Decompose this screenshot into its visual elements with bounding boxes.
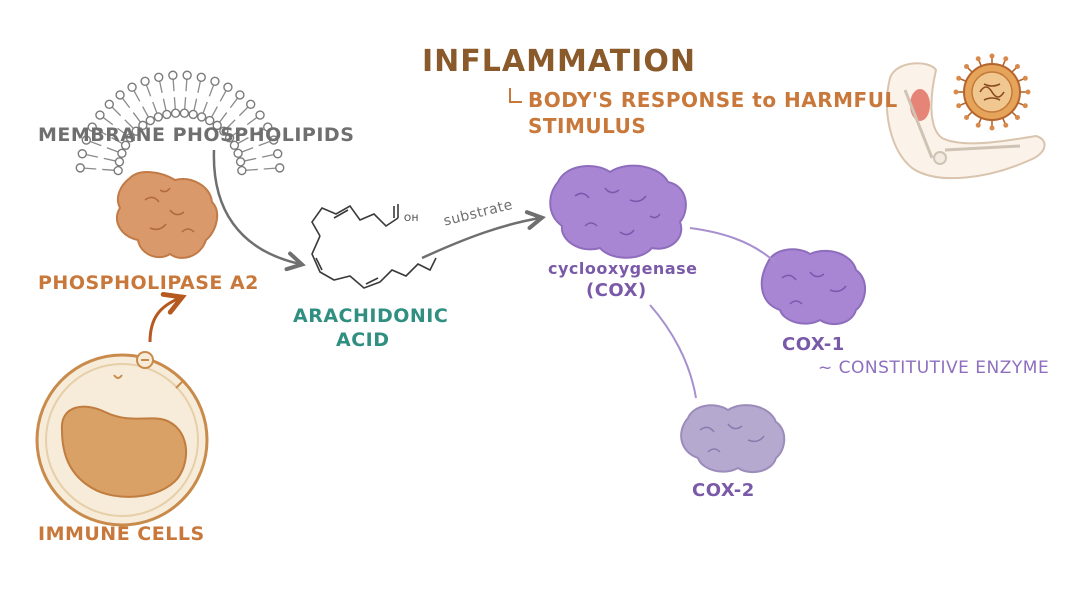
virus-icon xyxy=(953,53,1031,131)
cox-to-cox1-line xyxy=(689,227,776,263)
cyclooxygenase-label: cyclooxygenase xyxy=(548,259,698,278)
cox-to-cox2-line xyxy=(649,304,697,399)
definition-line-2: STIMULUS xyxy=(528,114,647,138)
phospholipase-a2-label: PHOSPHOLIPASE A2 xyxy=(38,272,259,294)
definition-bracket xyxy=(509,88,522,103)
definition-line-1: BODY'S RESPONSE to HARMFUL xyxy=(528,88,898,112)
cox1-label: COX-1 xyxy=(782,334,845,355)
cox1-note-label: ~ CONSTITUTIVE ENZYME xyxy=(818,358,1050,378)
cox-abbreviation-label: (COX) xyxy=(586,280,647,301)
membrane-to-arachidonic-arrow xyxy=(212,149,300,264)
hydroxyl-label: OH xyxy=(404,214,419,224)
membrane-bilayer-icon xyxy=(75,70,285,176)
cox2-enzyme-icon xyxy=(680,404,786,474)
page-title: INFLAMMATION xyxy=(422,44,696,79)
arachidonic-acid-label-line-1: ARACHIDONIC xyxy=(293,305,449,327)
cox-enzyme-icon xyxy=(549,164,687,259)
cox1-enzyme-icon xyxy=(760,248,866,326)
immune-cell-icon xyxy=(35,351,209,527)
immune-to-phospholipase-arrow xyxy=(148,298,180,343)
inflamed-arm-icon xyxy=(885,62,1046,180)
immune-cells-label: IMMUNE CELLS xyxy=(38,523,205,545)
arachidonic-acid-structure-icon xyxy=(311,204,437,289)
phospholipase-enzyme-icon xyxy=(115,171,219,259)
cox2-label: COX-2 xyxy=(692,480,755,501)
arachidonic-acid-label-line-2: ACID xyxy=(336,329,390,351)
membrane-phospholipids-label: MEMBRANE PHOSPHOLIPIDS xyxy=(38,124,355,146)
substrate-arrow xyxy=(421,218,540,260)
